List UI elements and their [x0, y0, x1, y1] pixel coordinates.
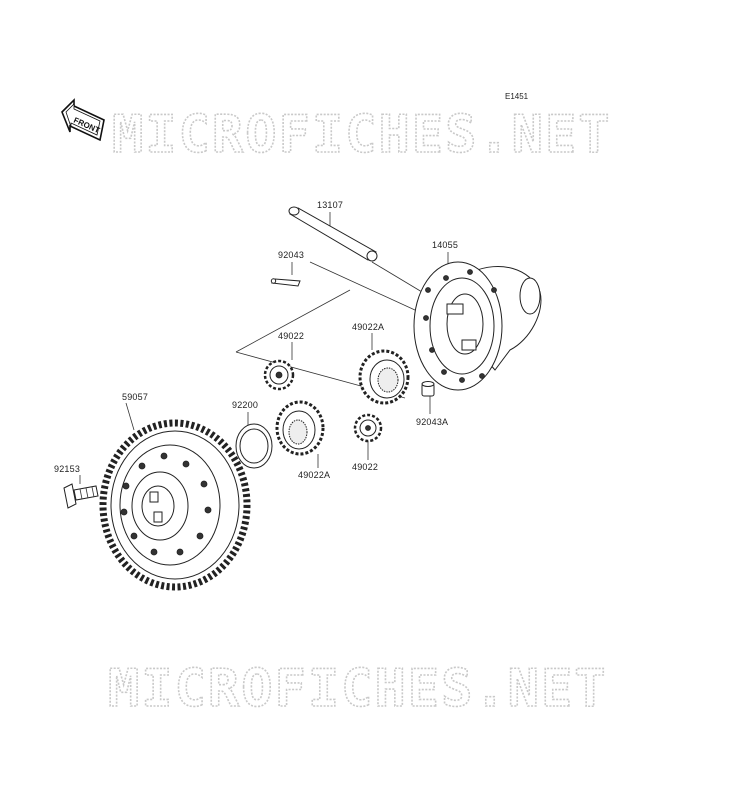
- side-gear-49022A-top: [358, 349, 410, 405]
- part-label-92043: 92043: [278, 250, 304, 260]
- ring-gear-59057: [99, 419, 251, 591]
- diagram-code: E1451: [505, 92, 529, 101]
- part-label-49022A-top: 49022A: [352, 322, 384, 332]
- front-arrow-icon: FRONT: [61, 98, 105, 142]
- shaft-13107: [288, 206, 378, 262]
- differential-case-14055: [413, 261, 542, 391]
- pinion-gear-49022-bottom: [353, 413, 383, 443]
- part-label-92043A: 92043A: [416, 417, 448, 427]
- part-label-92153: 92153: [54, 464, 80, 474]
- pin-92043A: [421, 381, 435, 397]
- watermark-top: MICROFICHES.NET: [112, 105, 612, 165]
- part-label-92200: 92200: [232, 400, 258, 410]
- bolt-92153: [63, 483, 99, 509]
- side-gear-49022A-bottom: [275, 400, 325, 456]
- pin-92043: [270, 278, 301, 287]
- part-label-49022-bottom: 49022: [352, 462, 378, 472]
- part-label-49022-top: 49022: [278, 331, 304, 341]
- part-label-14055: 14055: [432, 240, 458, 250]
- part-label-59057: 59057: [122, 392, 148, 402]
- part-label-49022A-bottom: 49022A: [298, 470, 330, 480]
- washer-92200: [235, 423, 273, 469]
- watermark-bottom: MICROFICHES.NET: [108, 659, 608, 719]
- pinion-gear-49022-top: [263, 359, 295, 391]
- part-label-13107: 13107: [317, 200, 343, 210]
